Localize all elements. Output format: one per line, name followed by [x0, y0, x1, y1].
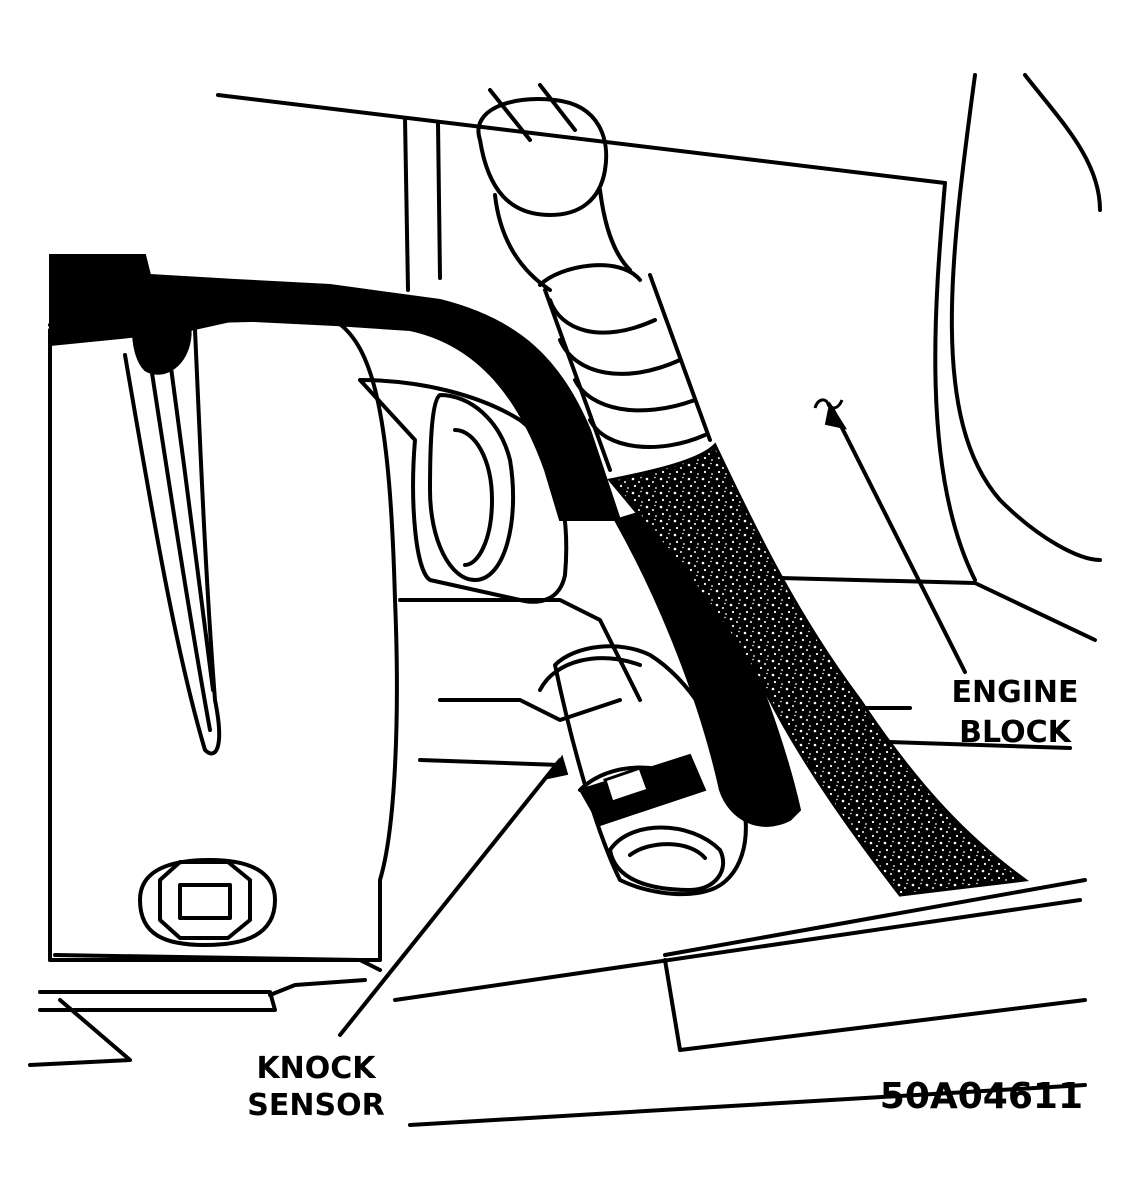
figure-code: 50A04611 [880, 1076, 1083, 1117]
knock-sensor-label: KNOCK SENSOR [247, 1051, 384, 1123]
lower-frame-top [53, 953, 382, 972]
floor-step [663, 958, 1087, 1052]
knock-sensor-label-line1: KNOCK [256, 1051, 377, 1086]
floor-line-2 [393, 898, 1082, 1002]
left-casting-outline [48, 316, 399, 962]
hose-segment-1 [548, 298, 657, 335]
sensor-face-inner [628, 842, 707, 860]
casting-tab-inner-2 [168, 358, 215, 692]
hose-segment-3 [573, 378, 697, 413]
engine-block-label-line1: ENGINE [952, 675, 1079, 710]
boss-lower [418, 758, 562, 767]
engine-block-label-line2: BLOCK [959, 715, 1072, 750]
engine-symbol [813, 398, 844, 410]
fitting-cap [476, 97, 609, 217]
knock-sensor-leader [338, 758, 562, 1037]
engine-block-label: ENGINE BLOCK [952, 675, 1079, 750]
floor-line [408, 1083, 1087, 1127]
hose-segment-2 [558, 338, 682, 376]
sensor-highlight [603, 766, 650, 804]
knock-sensor-label-line2: SENSOR [247, 1088, 384, 1123]
bolt-head [158, 860, 252, 940]
boss-step [398, 598, 642, 702]
engine-block-outline [933, 181, 977, 582]
upper-panel-line [216, 93, 947, 185]
hose-upper-tube-l [488, 88, 532, 142]
boss-outline [358, 378, 569, 604]
casting-tab-outer [123, 328, 222, 756]
engine-block-upper-curve [1023, 73, 1102, 212]
sensor-collar [538, 656, 642, 692]
hose-right-wall [648, 273, 712, 442]
panel-vertical [403, 116, 410, 292]
engine-block-curve [949, 73, 1102, 562]
fitting-neck-2 [598, 188, 632, 272]
lower-frame-bottom [28, 998, 132, 1067]
floor-step-2 [663, 878, 1087, 957]
lower-frame-line [38, 990, 277, 1012]
engine-block-leader [830, 406, 967, 674]
fitting-ring [538, 263, 642, 287]
hose-upper-tube-r [538, 83, 577, 132]
casting-tab-inner [148, 358, 212, 732]
block-ledge [778, 576, 1097, 642]
hose-segment-4 [588, 418, 707, 449]
arrowhead-knock [545, 754, 569, 780]
harness-clip [132, 296, 192, 375]
line-art [28, 73, 1102, 1127]
arrowhead-engine [824, 401, 848, 430]
sensor-body [553, 644, 748, 897]
speckled-hose [607, 442, 1029, 897]
bolt-face [178, 883, 232, 920]
sensor-face [608, 825, 726, 892]
lower-frame-bevel [268, 978, 367, 997]
panel-vertical-2 [436, 120, 442, 280]
hose-left-wall [543, 288, 612, 472]
boss-base [438, 698, 622, 722]
wiring-harness [49, 254, 622, 521]
boss-face [428, 393, 516, 582]
boss-face-inner [453, 428, 494, 567]
